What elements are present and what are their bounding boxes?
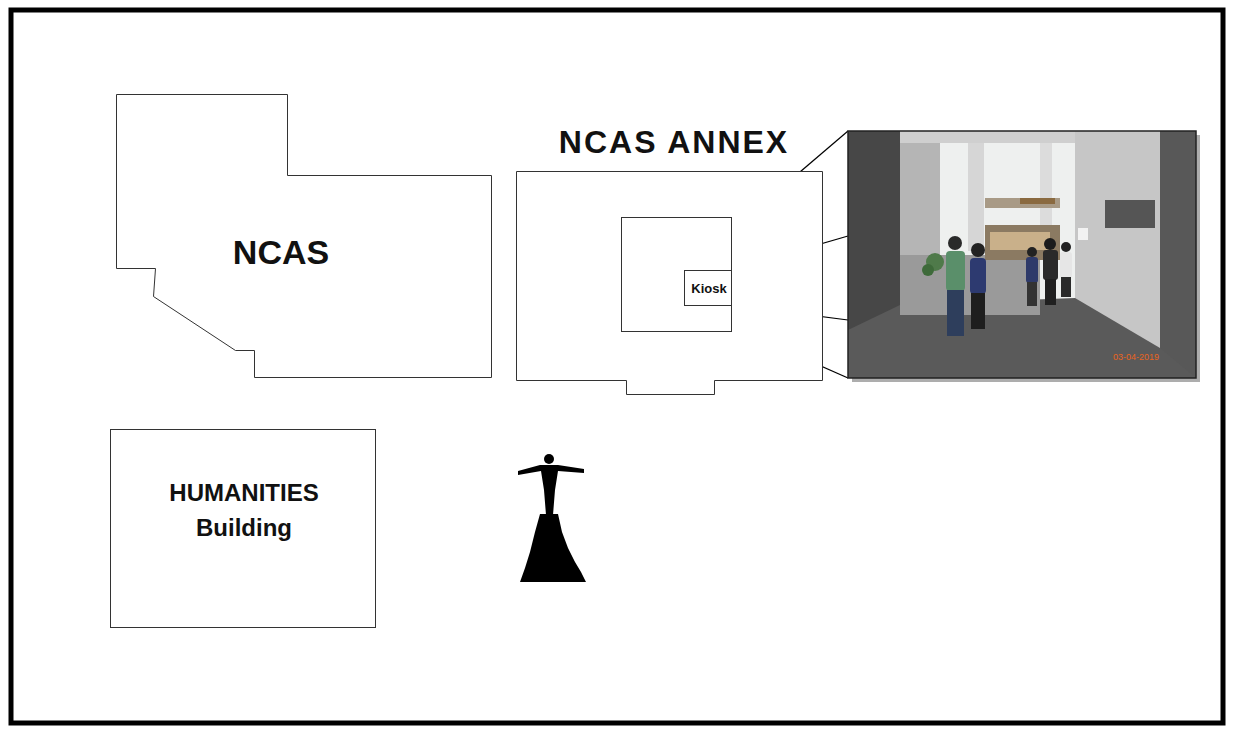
kiosk-label: Kiosk bbox=[691, 281, 726, 297]
kiosk-photo bbox=[848, 131, 1200, 382]
inner-court bbox=[622, 218, 732, 332]
building-outline: NCAS bbox=[116, 94, 491, 377]
building-outline: NCAS ANNEXKiosk bbox=[516, 171, 822, 394]
building-name: HUMANITIES Building bbox=[154, 476, 334, 546]
building-outline: HUMANITIES Building bbox=[110, 429, 376, 628]
building-name: NCAS bbox=[233, 232, 329, 273]
kiosk-box: Kiosk bbox=[684, 270, 731, 306]
oblation-statue bbox=[518, 454, 586, 582]
outline-shape bbox=[516, 171, 822, 394]
page-frame bbox=[11, 10, 1223, 723]
photo-timestamp: 03-04-2019 bbox=[1113, 352, 1159, 362]
outline-path bbox=[117, 95, 492, 378]
outline-path bbox=[517, 172, 823, 395]
building-name: NCAS ANNEX bbox=[559, 123, 789, 161]
